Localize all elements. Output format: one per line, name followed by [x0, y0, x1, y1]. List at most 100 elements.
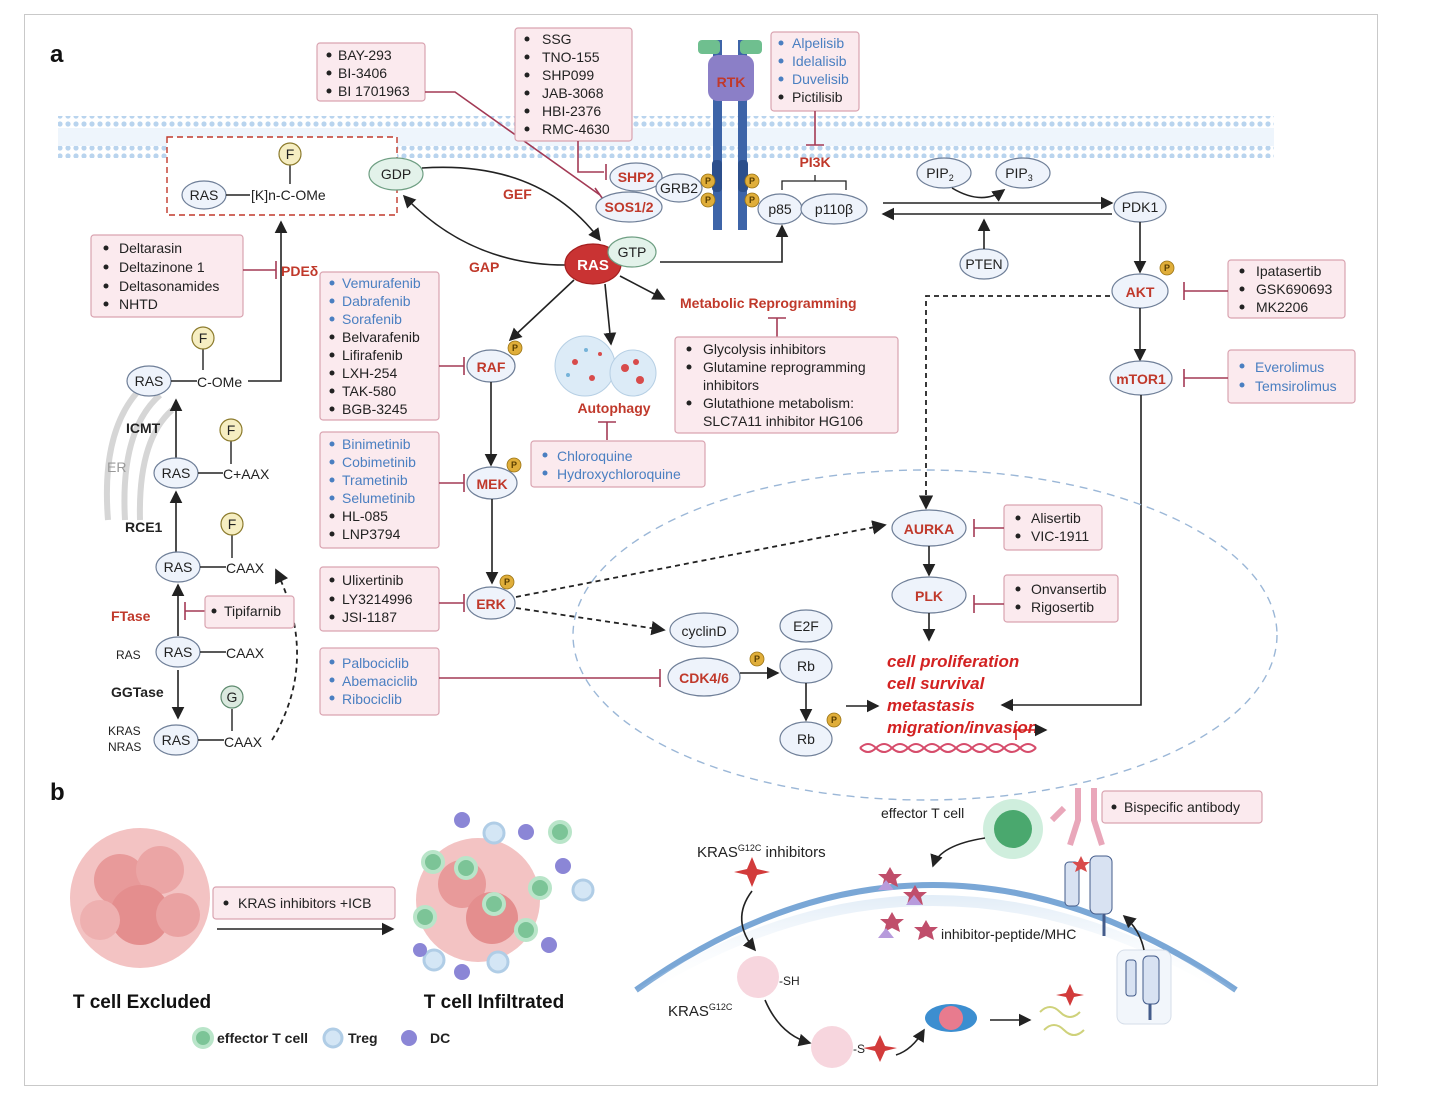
drug-list-mtor: Everolimus Temsirolimus	[1239, 359, 1337, 394]
svg-text:Deltazinone 1: Deltazinone 1	[119, 259, 205, 275]
drug-box-autophagy	[530, 440, 706, 488]
panel-label-b: b	[50, 779, 65, 806]
tumor-excluded-icon	[70, 828, 210, 968]
svg-text:C-OMe: C-OMe	[197, 374, 242, 390]
kras-s-icon	[811, 1026, 853, 1068]
mhc-loading-icon	[1116, 949, 1172, 1025]
svg-text:DC: DC	[430, 1030, 450, 1046]
drug-list-sos: BAY-293 BI-3406 BI 1701963	[326, 47, 410, 99]
svg-text:GSK690693: GSK690693	[1256, 281, 1332, 297]
drug-box-sos	[316, 42, 426, 102]
svg-text:BAY-293: BAY-293	[338, 47, 392, 63]
svg-text:Glutathione metabolism:: Glutathione metabolism:	[703, 395, 854, 411]
svg-text:Sorafenib: Sorafenib	[342, 311, 402, 327]
svg-text:SSG: SSG	[542, 31, 572, 47]
svg-text:Ipatasertib: Ipatasertib	[1256, 263, 1322, 279]
svg-text:cell proliferation: cell proliferation	[887, 652, 1019, 671]
svg-text:HL-085: HL-085	[342, 508, 388, 524]
drug-list-erk: Ulixertinib LY3214996 JSI-1187	[329, 572, 413, 625]
svg-text:E2F: E2F	[793, 618, 819, 634]
metabolic-label: Metabolic Reprogramming	[680, 295, 857, 311]
svg-text:cell survival: cell survival	[887, 674, 986, 693]
rtk-label: RTK	[717, 74, 746, 90]
autophagy-label: Autophagy	[577, 400, 650, 416]
svg-text:PIP3: PIP3	[1005, 165, 1033, 183]
svg-text:metastasis: metastasis	[887, 696, 975, 715]
svg-text:p85: p85	[768, 201, 792, 217]
treg-icon	[322, 1027, 344, 1049]
drug-box-ftase	[204, 595, 295, 629]
svg-text:TNO-155: TNO-155	[542, 49, 600, 65]
svg-text:Cobimetinib: Cobimetinib	[342, 454, 416, 470]
svg-text:Idelalisib: Idelalisib	[792, 53, 847, 69]
svg-text:Rb: Rb	[797, 731, 815, 747]
svg-text:Treg: Treg	[348, 1030, 378, 1046]
autophagy-icon	[554, 335, 657, 397]
svg-text:BI-3406: BI-3406	[338, 65, 387, 81]
drug-list-autophagy: Chloroquine Hydroxychloroquine	[542, 448, 681, 482]
drug-list-shp2: SSG TNO-155 SHP099 JAB-3068 HBI-2376 RMC…	[524, 31, 610, 137]
proteasome-icon	[925, 1004, 977, 1032]
svg-text:Pictilisib: Pictilisib	[792, 89, 843, 105]
bispecific-box	[1101, 790, 1263, 824]
drug-box-plk	[1003, 574, 1119, 623]
drug-box-erk	[319, 566, 440, 632]
farnesyl-icon	[278, 142, 302, 166]
svg-text:P: P	[705, 195, 711, 205]
svg-text:RAS: RAS	[162, 465, 191, 481]
drug-box-mek	[319, 431, 440, 549]
bispecific-antibody-icon	[1049, 788, 1105, 846]
shp2-node	[609, 162, 663, 192]
svg-text:mTOR1: mTOR1	[1116, 371, 1166, 387]
drug-list-mek: Binimetinib Cobimetinib Trametinib Selum…	[329, 436, 416, 542]
svg-text:Glutamine reprogramming: Glutamine reprogramming	[703, 359, 866, 375]
svg-text:Lifirafenib: Lifirafenib	[342, 347, 403, 363]
drug-list-aurka: Alisertib VIC-1911	[1015, 510, 1089, 544]
svg-text:ICMT: ICMT	[126, 420, 161, 436]
panel-label-a: a	[50, 41, 64, 68]
svg-text:PTEN: PTEN	[965, 256, 1002, 272]
dc-icon	[401, 1030, 417, 1046]
grb2-node	[655, 173, 703, 203]
svg-text:Rb: Rb	[797, 658, 815, 674]
svg-text:GTP: GTP	[618, 244, 647, 260]
cell-legend: effector T cell Treg DC	[192, 1027, 450, 1049]
gtp-node	[607, 236, 657, 268]
drug-box-shp2	[514, 27, 633, 142]
svg-text:P: P	[754, 654, 760, 664]
drug-list-pdeb: Deltarasin Deltazinone 1 Deltasonamides …	[103, 240, 219, 312]
drug-box-pdeb	[90, 234, 244, 318]
svg-text:Rigosertib: Rigosertib	[1031, 599, 1094, 615]
svg-text:RAS: RAS	[164, 559, 193, 575]
er-label: ER	[107, 459, 126, 475]
svg-text:GGTase: GGTase	[111, 684, 164, 700]
sh-label: -SH	[779, 974, 800, 988]
kras-inhibitor-icon	[734, 857, 770, 887]
nucleus-outline	[572, 469, 1278, 801]
svg-text:AKT: AKT	[1126, 284, 1155, 300]
svg-text:Temsirolimus: Temsirolimus	[1255, 378, 1337, 394]
svg-text:SHP2: SHP2	[618, 169, 655, 185]
svg-text:P: P	[511, 460, 517, 470]
svg-text:F: F	[228, 516, 237, 532]
svg-text:CDK4/6: CDK4/6	[679, 670, 729, 686]
svg-text:Ulixertinib: Ulixertinib	[342, 572, 404, 588]
p110b-node	[800, 193, 868, 225]
peptides-icon	[1039, 984, 1085, 1036]
drug-box-akt	[1227, 259, 1346, 319]
svg-text:P: P	[749, 176, 755, 186]
svg-text:RCE1: RCE1	[125, 519, 163, 535]
svg-text:LXH-254: LXH-254	[342, 365, 397, 381]
drug-list-akt: Ipatasertib GSK690693 MK2206	[1239, 263, 1332, 315]
svg-text:PIP2: PIP2	[926, 165, 954, 183]
svg-text:NHTD: NHTD	[119, 296, 158, 312]
drug-tipifarnib: Tipifarnib	[224, 603, 281, 619]
sos-inhibition	[425, 91, 601, 196]
svg-text:P: P	[831, 715, 837, 725]
gef-label: GEF	[503, 186, 532, 202]
svg-text:RMC-4630: RMC-4630	[542, 121, 610, 137]
cyclind-node	[669, 612, 739, 648]
svg-text:G: G	[227, 689, 238, 705]
